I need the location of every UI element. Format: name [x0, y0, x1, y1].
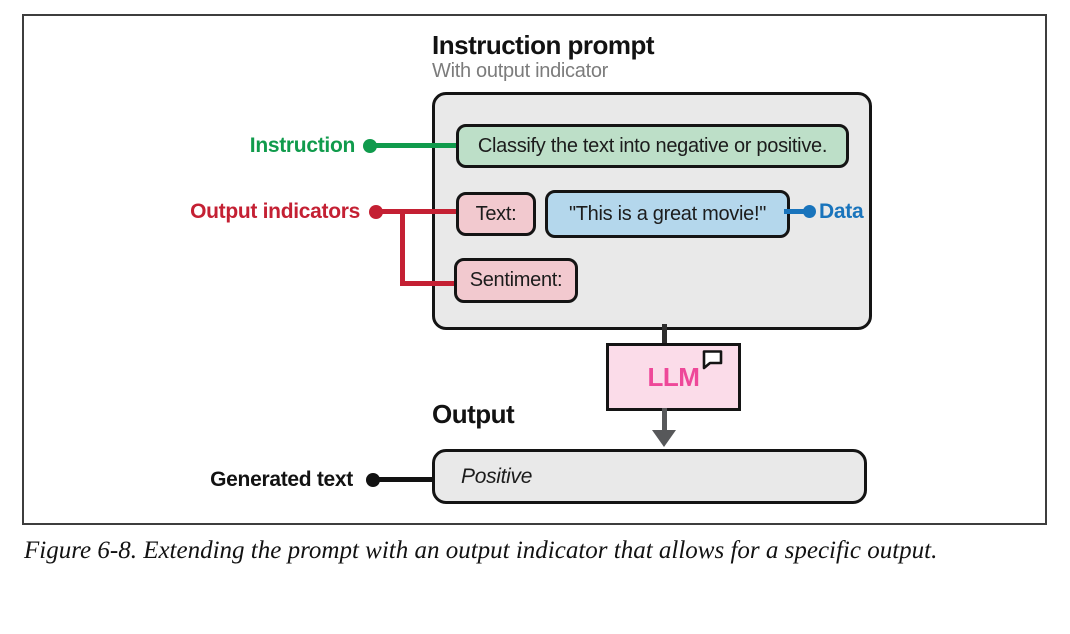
output-indicators-callout-label: Output indicators: [190, 200, 360, 223]
prompt-to-llm-connector: [662, 324, 667, 345]
speech-bubble-icon: [702, 350, 723, 370]
llm-label: LLM: [647, 361, 700, 392]
sentiment-indicator-text: Sentiment:: [469, 269, 563, 291]
diagram-subtitle: With output indicator: [432, 60, 609, 82]
text-indicator-chip: Text:: [456, 192, 536, 236]
instruction-connector-line: [370, 143, 456, 148]
output-indicators-connector-line-vertical: [400, 209, 405, 286]
text-indicator-text: Text:: [475, 202, 517, 225]
diagram-title: Instruction prompt: [432, 30, 655, 60]
llm-to-output-arrow-head: [652, 430, 676, 447]
instruction-callout-label: Instruction: [249, 134, 356, 157]
figure-caption: Figure 6-8. Extending the prompt with an…: [24, 537, 938, 564]
data-connector-line: [784, 209, 808, 214]
data-chip: "This is a great movie!": [545, 190, 790, 238]
instruction-chip-text: Classify the text into negative or posit…: [477, 134, 828, 157]
data-connector-dot: [803, 205, 816, 218]
generated-text-callout-label: Generated text: [210, 468, 353, 491]
output-indicators-connector-line-top: [376, 209, 456, 214]
data-chip-text: "This is a great movie!": [568, 202, 767, 225]
data-callout-label: Data: [819, 200, 864, 223]
generated-text-connector-line: [373, 477, 432, 482]
output-heading: Output: [432, 399, 515, 429]
output-indicators-connector-line-bottom: [400, 281, 454, 286]
llm-to-output-arrow-stem: [662, 408, 667, 432]
sentiment-indicator-chip: Sentiment:: [454, 258, 578, 303]
output-value-text: Positive: [461, 464, 533, 488]
instruction-chip: Classify the text into negative or posit…: [456, 124, 849, 168]
output-box: Positive: [432, 449, 867, 504]
